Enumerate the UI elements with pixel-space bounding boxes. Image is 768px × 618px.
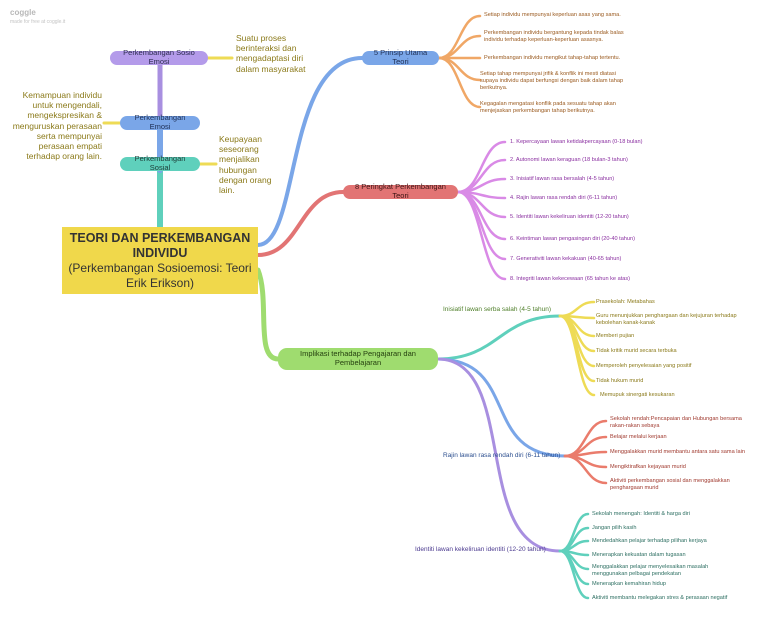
note-emosi: Kemampuan individu untuk mengendali, men… <box>12 90 102 162</box>
node-5-prinsip[interactable]: 5 Prinsip Utama Teori <box>362 48 439 66</box>
identiti-item: Aktiviti membantu melegakan stres & pera… <box>592 595 728 601</box>
identiti-item: Menggalakkan pelajar menyelesaikan masal… <box>592 564 709 577</box>
branch-inisiatif-item <box>558 314 596 397</box>
branch-rajin-item <box>563 454 608 485</box>
prinsip-item: Setiap individu mempunyai keperluan asas… <box>484 12 621 18</box>
identiti-item: Sekolah menengah: Identiti & harga diri <box>592 511 690 517</box>
prinsip-item: Setiap tahap mempunyai jrifik & konflik … <box>480 71 624 91</box>
node-label: Implikasi terhadap Pengajaran dan Pembel… <box>300 349 416 367</box>
peringkat-item: 3. Inisiatif lawan rasa bersalah (4-5 ta… <box>510 176 615 182</box>
identiti-item: Menerapkan kekuatan dalam tugasan <box>592 552 686 558</box>
peringkat-item: 7. Generativiti lawan kekakuan (40-65 ta… <box>510 256 622 262</box>
branch-prinsip-item <box>437 56 482 109</box>
inisiatif-item: Memperoleh penyelesaian yang positif <box>596 363 692 369</box>
inisiatif-item: Memberi pujian <box>596 333 635 339</box>
node-8-peringkat[interactable]: 8 Peringkat Perkembangan Teori <box>343 182 458 200</box>
peringkat-item: 8. Integriti lawan kekecewaan (65 tahun … <box>510 276 631 282</box>
branch-identiti-item <box>558 549 590 600</box>
identiti-item: Jangan pilih kasih <box>592 525 637 531</box>
root-subtitle: (Perkembangan Sosioemosi: Teori Erik Eri… <box>68 261 252 290</box>
root-title: TEORI DAN PERKEMBANGAN INDIVIDU <box>69 231 251 261</box>
coggle-logo: coggle <box>10 8 36 17</box>
inisiatif-item: Tidak hukum murid <box>596 378 644 384</box>
implikasi-group-inisiatif: Inisiatif lawan serba salah (4-5 tahun) <box>443 306 552 313</box>
rajin-item: Menggalakkan murid membantu antara satu … <box>610 449 745 455</box>
node-label: 8 Peringkat Perkembangan Teori <box>355 182 446 200</box>
branch-prinsip-item <box>437 56 482 82</box>
node-perkembangan-emosi[interactable]: Perkembangan Emosi <box>120 113 200 131</box>
note-sosio-emosi: Suatu proses berinteraksi dan mengadapta… <box>236 33 306 74</box>
coggle-tagline: made for free at coggle.it <box>10 19 66 25</box>
peringkat-item: 2. Autonomi lawan keraguan (18 bulan-3 t… <box>510 157 628 163</box>
inisiatif-item: Guru menunjukkan penghargaan dan kejujur… <box>596 313 737 326</box>
prinsip-item: Kegagalan mengatasi konflik pada sesuatu… <box>480 101 616 114</box>
peringkat-item: 5. Identiti lawan kekeliruan identiti (1… <box>510 214 629 220</box>
node-perkembangan-sosial[interactable]: Perkembangan Sosial <box>120 154 200 172</box>
note-sosial: Keupayaan seseorang menjalikan hubungan … <box>219 134 272 195</box>
prinsip-item: Perkembangan individu bergantung kepada … <box>484 30 624 43</box>
branch-implikasi <box>255 267 281 362</box>
identiti-item: Menerapkan kemahiran hidup <box>592 581 667 587</box>
branch-rajin <box>436 357 567 458</box>
inisiatif-item: Memupuk sinergati kesukaran <box>600 392 675 398</box>
node-label: Perkembangan Sosio Emosi <box>123 48 195 66</box>
inisiatif-item: Prasekolah: Metabahas <box>596 299 655 305</box>
branch-peringkat <box>256 190 345 257</box>
node-perkembangan-sosio-emosi[interactable]: Perkembangan Sosio Emosi <box>110 48 208 66</box>
node-label: Perkembangan Sosial <box>134 154 186 172</box>
root-topic[interactable]: TEORI DAN PERKEMBANGAN INDIVIDU (Perkemb… <box>62 227 258 294</box>
branch-prinsip <box>256 56 364 247</box>
node-label: Perkembangan Emosi <box>134 113 186 131</box>
rajin-item: Mengiktirafkan kejayaan murid <box>610 464 686 470</box>
branch-inisiatif <box>436 314 562 361</box>
node-label: 5 Prinsip Utama Teori <box>373 48 428 66</box>
inisiatif-item: Tidak kritik murid secara terbuka <box>596 348 677 354</box>
peringkat-item: 6. Keintiman lawan pengasingan diri (20-… <box>510 236 636 242</box>
branch-peringkat-item <box>456 190 507 281</box>
node-implikasi[interactable]: Implikasi terhadap Pengajaran dan Pembel… <box>278 348 438 370</box>
rajin-item: Sekolah rendah:Pencapaian dan Hubungan b… <box>610 416 742 429</box>
peringkat-item: 4. Rajin lawan rasa rendah diri (6-11 ta… <box>510 195 618 201</box>
implikasi-group-rajin: Rajin lawan rasa rendah diri (6-11 tahun… <box>443 452 561 459</box>
peringkat-item: 1. Kepercayaan lawan ketidakpercayaan (0… <box>510 139 643 145</box>
rajin-item: Aktiviti perkembangan sosial dan menggal… <box>610 478 730 491</box>
identiti-item: Mendedahkan pelajar terhadap pilihan ker… <box>592 538 707 544</box>
branch-peringkat-item <box>456 190 507 261</box>
branch-identiti-item <box>558 539 590 553</box>
branch-identiti <box>436 357 562 553</box>
prinsip-item: Perkembangan individu mengikut tahap-tah… <box>484 55 621 61</box>
implikasi-group-identiti: Identiti lawan kekeliruan identiti (12-2… <box>415 546 546 553</box>
rajin-item: Belajar melalui kerjaan <box>610 434 667 440</box>
branch-inisiatif-item <box>558 300 596 318</box>
